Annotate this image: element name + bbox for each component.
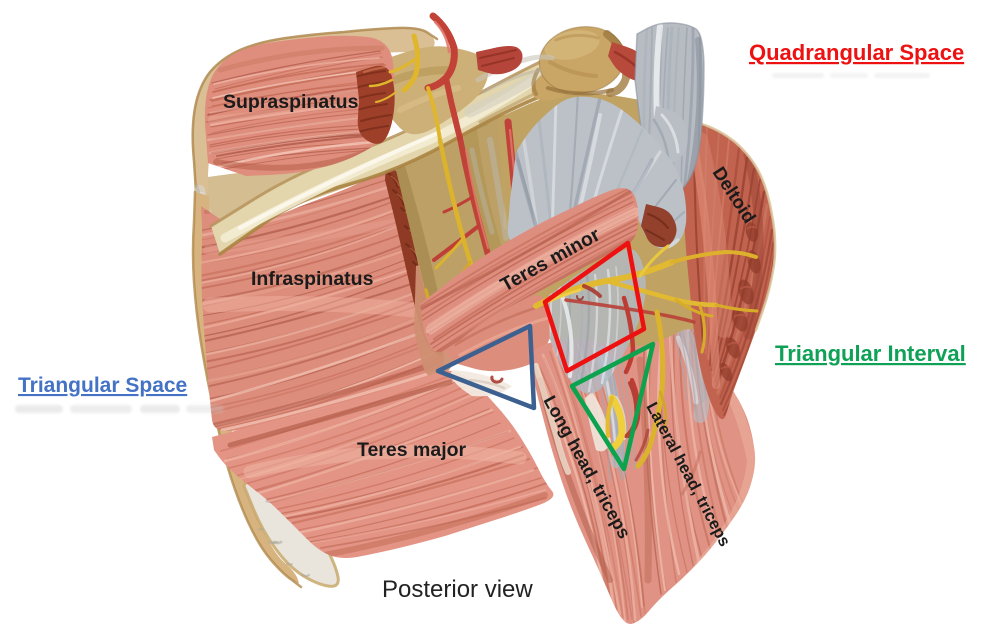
svg-text:Quadrangular Space: Quadrangular Space [749,40,964,65]
svg-text:Infraspinatus: Infraspinatus [251,268,374,290]
svg-text:Posterior view: Posterior view [382,576,533,603]
svg-text:Triangular Interval: Triangular Interval [775,341,966,366]
svg-text:Supraspinatus: Supraspinatus [223,91,359,113]
svg-text:Triangular Space: Triangular Space [18,374,187,397]
svg-text:Teres major: Teres major [357,439,467,461]
